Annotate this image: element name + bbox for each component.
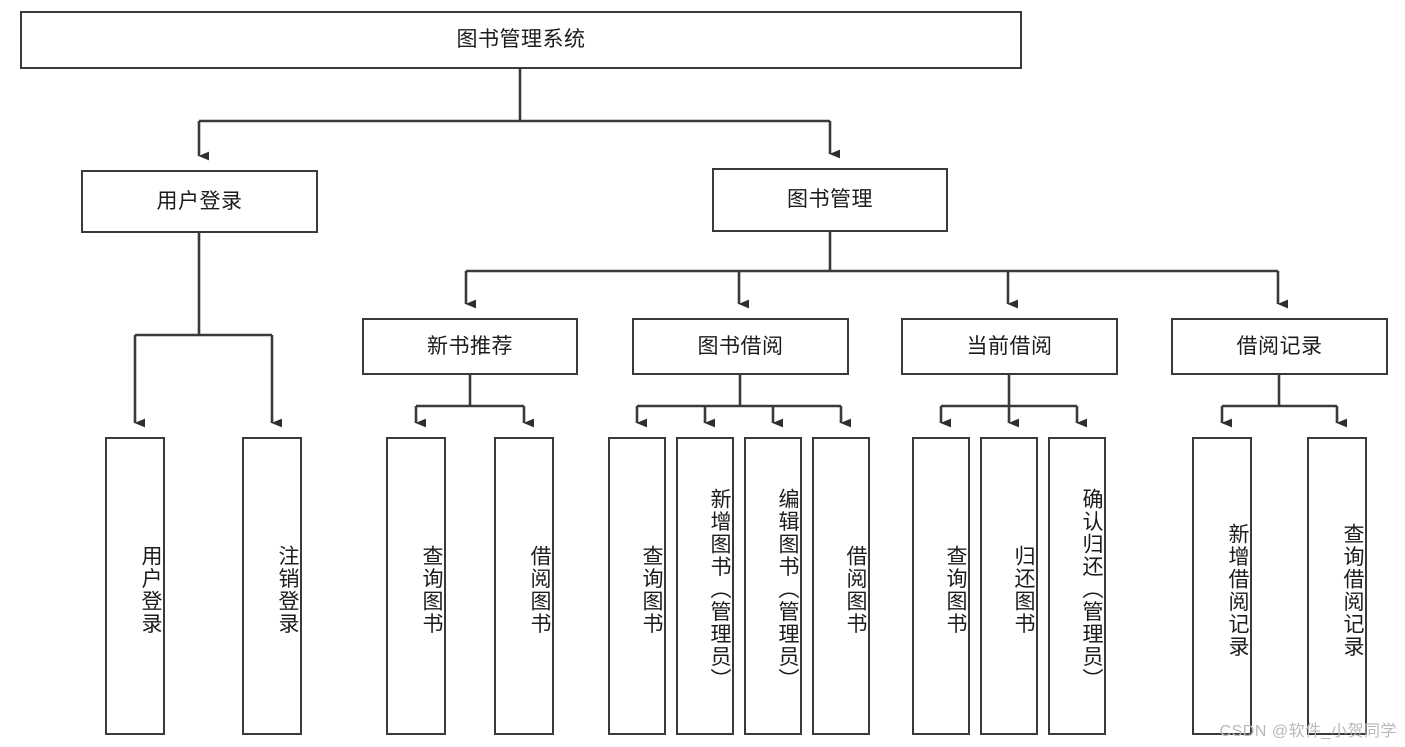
node-label: 注销登录 [276,545,299,635]
node-label: 编辑图书（管理员） [776,487,799,691]
node-borrow-record[interactable]: 借阅记录 [1171,318,1388,375]
node-current-borrow[interactable]: 当前借阅 [901,318,1118,375]
node-label: 借阅图书 [528,545,551,635]
node-leaf-user-login[interactable]: 用户登录 [105,437,165,735]
node-leaf-logout-login[interactable]: 注销登录 [242,437,302,735]
node-leaf-query-borrow-record[interactable]: 查询借阅记录 [1307,437,1367,735]
node-label: 查询借阅记录 [1341,522,1364,658]
node-leaf-borrow-book[interactable]: 借阅图书 [812,437,870,735]
node-new-book-recommend[interactable]: 新书推荐 [362,318,578,375]
node-label: 用户登录 [139,545,162,635]
node-label: 新增借阅记录 [1226,522,1249,658]
node-label: 查询图书 [944,545,967,635]
node-leaf-return-book[interactable]: 归还图书 [980,437,1038,735]
node-user-login[interactable]: 用户登录 [81,170,318,233]
node-leaf-borrow-book-recommend[interactable]: 借阅图书 [494,437,554,735]
node-label: 查询图书 [420,545,443,635]
node-leaf-add-book-admin[interactable]: 新增图书（管理员） [676,437,734,735]
node-label: 归还图书 [1012,545,1035,635]
node-leaf-query-book-borrow[interactable]: 查询图书 [608,437,666,735]
node-label: 用户登录 [156,189,243,213]
node-label: 借阅图书 [844,545,867,635]
node-label: 新书推荐 [427,334,513,358]
node-leaf-confirm-return-admin[interactable]: 确认归还（管理员） [1048,437,1106,735]
node-label: 确认归还（管理员） [1080,487,1103,691]
watermark-text: CSDN @软件_小贺同学 [1219,723,1397,740]
node-label: 查询图书 [640,545,663,635]
node-label: 新增图书（管理员） [708,487,731,691]
node-leaf-query-book-current[interactable]: 查询图书 [912,437,970,735]
node-leaf-query-book-recommend[interactable]: 查询图书 [386,437,446,735]
node-leaf-edit-book-admin[interactable]: 编辑图书（管理员） [744,437,802,735]
node-leaf-add-borrow-record[interactable]: 新增借阅记录 [1192,437,1252,735]
node-book-borrow[interactable]: 图书借阅 [632,318,849,375]
node-label: 图书借阅 [697,334,784,358]
node-root-book-management-system[interactable]: 图书管理系统 [20,11,1022,69]
node-label: 图书管理系统 [456,28,586,52]
node-label: 当前借阅 [966,334,1053,358]
node-label: 图书管理 [787,188,873,212]
node-label: 借阅记录 [1236,334,1323,358]
node-book-management[interactable]: 图书管理 [712,168,948,232]
